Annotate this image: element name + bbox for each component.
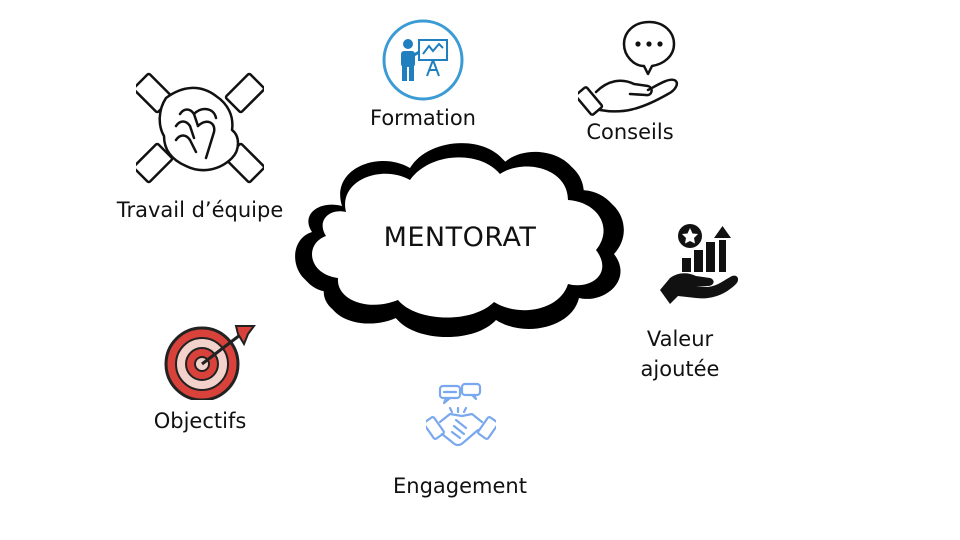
teamwork-hands-icon <box>136 66 264 190</box>
travail-label: Travail d’équipe <box>116 198 284 222</box>
cloud-shape <box>295 143 624 338</box>
handshake-chat-icon <box>426 382 496 452</box>
mentorat-cloud <box>280 128 640 348</box>
valeur-label-line1: Valeur <box>646 327 714 351</box>
center-title: MENTORAT <box>383 222 537 253</box>
formation-icon <box>381 18 465 102</box>
conseils-label: Conseils <box>586 120 674 144</box>
target-arrow-icon <box>162 320 258 400</box>
engagement-label: Engagement <box>393 474 527 498</box>
value-growth-hand-icon <box>656 220 740 304</box>
advice-hand-speech-bubble-icon <box>578 18 684 124</box>
formation-label: Formation <box>370 106 476 130</box>
valeur-label-line2: ajoutée <box>640 357 720 381</box>
objectifs-label: Objectifs <box>153 409 247 433</box>
